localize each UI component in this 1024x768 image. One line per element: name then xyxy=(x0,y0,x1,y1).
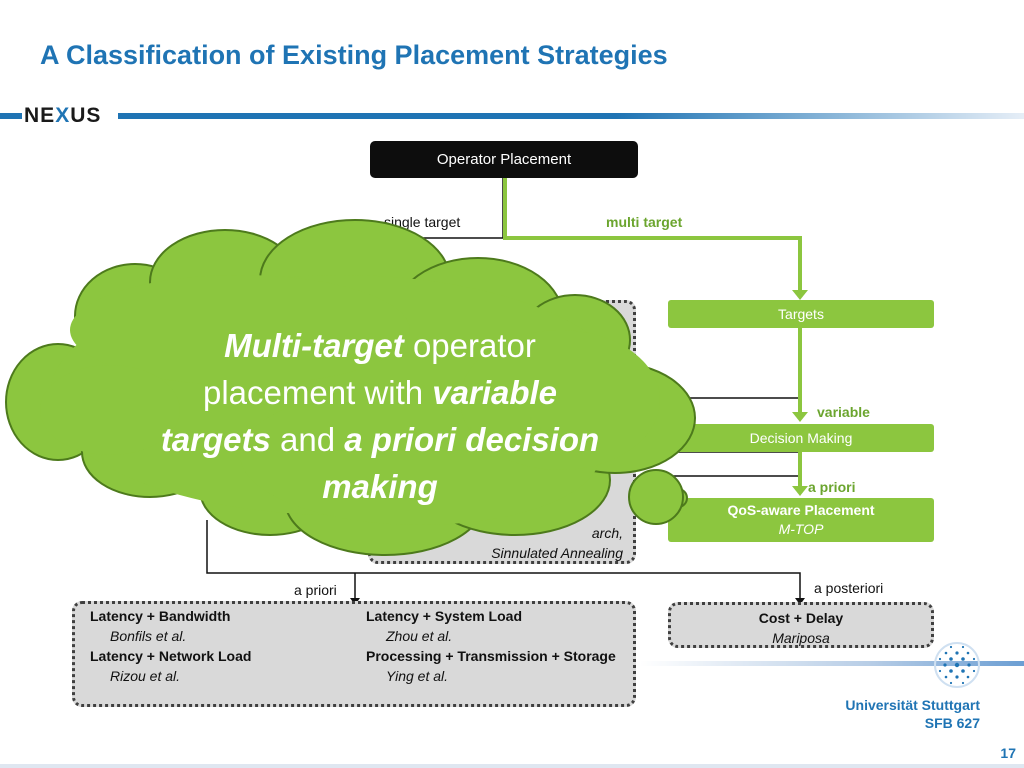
page-number: 17 xyxy=(1000,745,1016,761)
middle-box-line2: Sinnulated Annealing xyxy=(491,545,623,561)
cost-delay-ref: Mariposa xyxy=(772,630,830,646)
qos-reference: M-TOP xyxy=(778,521,824,537)
qos-aware-placement-node: QoS-aware Placement M-TOP xyxy=(668,498,934,542)
single-target-label: single target xyxy=(384,214,461,230)
cloud-text-part: a priori decision making xyxy=(322,421,600,505)
left-strategy-list: Latency + Bandwidth Bonfils et al. Laten… xyxy=(90,606,360,686)
cloud-message: Multi-target operator placement with var… xyxy=(150,322,610,510)
cloud-text-part: operator placement with xyxy=(202,327,536,411)
a-posteriori-strategies-box: Cost + Delay Mariposa xyxy=(668,602,934,648)
university-line2: SFB 627 xyxy=(924,715,980,731)
cost-delay-heading: Cost + Delay xyxy=(758,610,844,626)
decision-making-node: Decision Making xyxy=(668,424,934,452)
cloud-text-part: variable targets xyxy=(160,374,558,458)
a-posteriori-label: a posteriori xyxy=(814,580,884,596)
footer-line xyxy=(640,661,1024,666)
university-line1: Universität Stuttgart xyxy=(845,697,980,713)
list-item-heading: Latency + Network Load xyxy=(90,648,252,664)
university-name: Universität Stuttgart SFB 627 xyxy=(845,696,980,732)
cloud-fill xyxy=(40,275,660,525)
operator-placement-node: Operator Placement xyxy=(370,141,638,178)
nexus-logo: NEXUS xyxy=(24,104,102,127)
right-strategy-list: Latency + System Load Zhou et al. Proces… xyxy=(366,606,626,686)
list-item-ref: Bonfils et al. xyxy=(110,628,187,644)
list-item-ref: Rizou et al. xyxy=(110,668,181,684)
list-item-ref: Zhou et al. xyxy=(386,628,453,644)
university-seal-icon xyxy=(934,642,980,688)
variable-label: variable xyxy=(817,404,870,420)
list-item-ref: Ying et al. xyxy=(386,668,449,684)
cloud-text-part: and xyxy=(270,421,345,458)
qos-title: QoS-aware Placement xyxy=(727,502,875,518)
targets-node: Targets xyxy=(668,300,934,328)
header-stub-line xyxy=(0,113,22,119)
a-priori-green-label: a priori xyxy=(808,479,856,495)
bottom-line xyxy=(0,764,1024,768)
multi-target-label: multi target xyxy=(606,214,683,230)
header-line xyxy=(118,113,1024,119)
list-item-heading: Latency + Bandwidth xyxy=(90,608,231,624)
green-connectors xyxy=(503,178,802,488)
slide-title: A Classification of Existing Placement S… xyxy=(40,40,668,70)
green-arrowheads xyxy=(792,290,808,496)
middle-box-line1: arch, xyxy=(591,525,623,541)
cloud-text-part: Multi-target xyxy=(224,327,404,364)
list-item-heading: Latency + System Load xyxy=(366,608,523,624)
list-item-heading: Processing + Transmission + Storage xyxy=(366,648,616,664)
a-priori-strategies-box: Latency + Bandwidth Bonfils et al. Laten… xyxy=(72,601,636,707)
a-priori-label: a priori xyxy=(294,582,337,598)
